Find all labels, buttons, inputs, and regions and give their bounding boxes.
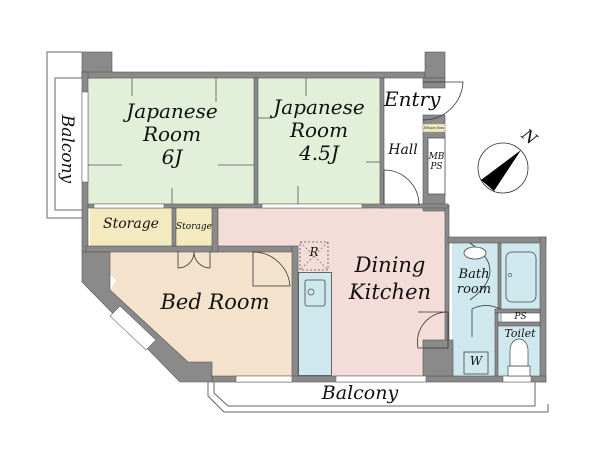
ps-box bbox=[500, 312, 541, 323]
dining-kitchen-label: Dining Kitchen bbox=[348, 253, 432, 305]
bed-room-label: Bed Room bbox=[160, 290, 270, 314]
storage-small-label: Storage bbox=[176, 222, 212, 232]
refrigerator-label: R bbox=[309, 245, 319, 259]
balcony-left-label: Balcony bbox=[56, 114, 77, 184]
toilet-label: Toilet bbox=[504, 327, 536, 340]
wash-basin bbox=[463, 246, 487, 260]
balcony-bottom-label: Balcony bbox=[321, 382, 399, 404]
bed-room-fill bbox=[110, 252, 292, 376]
entry-label: Entry bbox=[384, 87, 441, 111]
japanese-room-6j-label: Japanese Room 6J bbox=[126, 99, 218, 169]
hall-label: Hall bbox=[388, 142, 418, 158]
washer-box bbox=[463, 351, 489, 375]
compass-icon bbox=[477, 142, 529, 194]
shoes-box bbox=[422, 123, 446, 133]
washer-label: W bbox=[469, 354, 483, 368]
balcony-left-outline bbox=[46, 51, 82, 219]
windows bbox=[81, 91, 532, 383]
shoes-box-label: Shoes box bbox=[423, 125, 445, 130]
storage-small-fill bbox=[176, 208, 212, 246]
storage-large-label: Storage bbox=[103, 216, 159, 232]
japanese-room-4-5j-fill bbox=[258, 78, 380, 204]
mb-ps-label: MB PS bbox=[428, 152, 445, 173]
mb-ps-closet bbox=[427, 137, 446, 195]
sink bbox=[304, 279, 326, 307]
toilet-bowl bbox=[509, 338, 529, 367]
toilet-tank bbox=[507, 365, 531, 377]
storage-large-fill bbox=[90, 208, 172, 246]
refrigerator-box bbox=[299, 241, 329, 271]
entry-fill bbox=[383, 78, 423, 118]
japanese-room-4-5j-label: Japanese Room 4.5J bbox=[273, 95, 365, 165]
tatami-lines bbox=[88, 78, 380, 204]
bath-room-label: Bath room bbox=[456, 267, 492, 297]
balcony-bottom-outline bbox=[207, 382, 549, 413]
japanese-room-6j-fill bbox=[88, 78, 254, 204]
bathtub bbox=[505, 251, 537, 303]
ps-label: PS bbox=[514, 312, 527, 322]
kitchen-counter-fill bbox=[298, 272, 332, 376]
